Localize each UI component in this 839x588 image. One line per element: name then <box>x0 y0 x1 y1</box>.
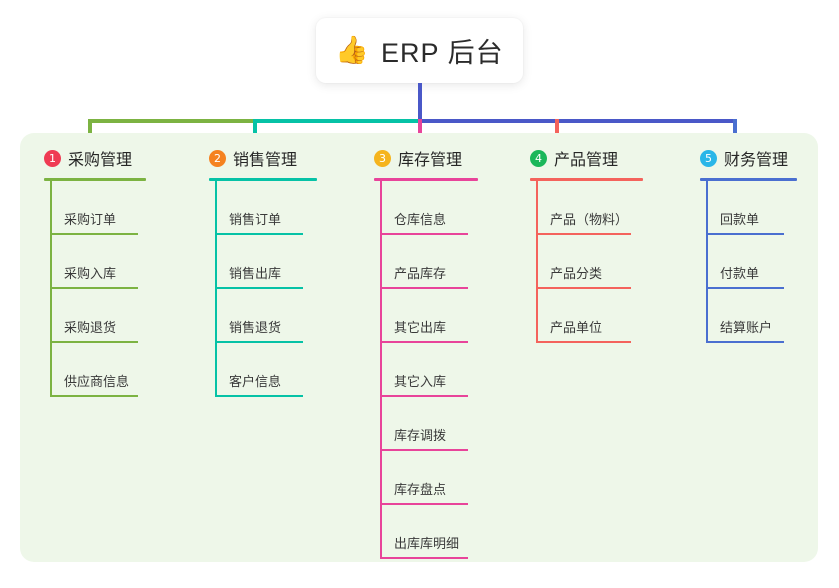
sub-item-label: 供应商信息 <box>64 374 130 389</box>
sub-item-rule <box>380 233 468 235</box>
sub-item-label: 结算账户 <box>720 320 773 335</box>
sub-item[interactable]: 采购退货 <box>50 289 138 343</box>
branch-header-5[interactable]: 5 财务管理 <box>700 146 788 170</box>
sub-item-label: 其它出库 <box>394 320 447 335</box>
sub-item[interactable]: 库存盘点 <box>380 451 468 505</box>
sub-item[interactable]: 销售订单 <box>215 181 303 235</box>
sub-item[interactable]: 付款单 <box>706 235 784 289</box>
sub-item-rule <box>380 395 468 397</box>
sub-item[interactable]: 产品（物料） <box>536 181 631 235</box>
sub-item[interactable]: 产品单位 <box>536 289 631 343</box>
sub-item-label: 采购订单 <box>64 212 117 227</box>
branch-title: 产品管理 <box>554 152 619 169</box>
sub-item-rule <box>50 233 138 235</box>
trunk-segment-blue <box>418 119 737 123</box>
sub-item[interactable]: 采购订单 <box>50 181 138 235</box>
branch-header-3[interactable]: 3 库存管理 <box>374 146 462 170</box>
sub-item-rule <box>215 341 303 343</box>
sub-item-label: 库存盘点 <box>394 482 447 497</box>
trunk-segment-green <box>88 119 257 123</box>
sub-item-label: 其它入库 <box>394 374 447 389</box>
branch-header-1[interactable]: 1 采购管理 <box>44 146 132 170</box>
sub-item-label: 客户信息 <box>229 374 282 389</box>
sub-item[interactable]: 采购入库 <box>50 235 138 289</box>
sub-item[interactable]: 回款单 <box>706 181 784 235</box>
sub-item-label: 付款单 <box>720 266 760 281</box>
branch-header-rule <box>530 178 643 181</box>
sub-item-label: 产品库存 <box>394 266 447 281</box>
branch-number-badge: 1 <box>44 149 61 167</box>
sub-item-label: 库存调拨 <box>394 428 447 443</box>
branch-title: 库存管理 <box>398 152 463 169</box>
sub-item-label: 销售出库 <box>229 266 282 281</box>
branch-title: 采购管理 <box>68 152 133 169</box>
sub-item[interactable]: 其它入库 <box>380 343 468 397</box>
branch-spine <box>706 178 708 343</box>
sub-item-rule <box>215 395 303 397</box>
sub-item-label: 仓库信息 <box>394 212 447 227</box>
sub-item-label: 产品分类 <box>550 266 603 281</box>
branch-spine <box>380 178 382 559</box>
sub-item-rule <box>380 341 468 343</box>
sub-item-rule <box>380 287 468 289</box>
sub-item[interactable]: 产品库存 <box>380 235 468 289</box>
branch-header-4[interactable]: 4 产品管理 <box>530 146 618 170</box>
sub-item-rule <box>50 395 138 397</box>
branch-header-rule <box>209 178 317 181</box>
sub-item-rule <box>380 503 468 505</box>
branch-title: 财务管理 <box>724 152 789 169</box>
branches-panel <box>20 133 818 562</box>
sub-item-rule <box>50 287 138 289</box>
sub-item-rule <box>706 287 784 289</box>
branch-spine <box>536 178 538 343</box>
trunk-segment-teal <box>253 119 422 123</box>
branch-header-rule <box>700 178 797 181</box>
sub-item-rule <box>536 341 631 343</box>
sub-item[interactable]: 客户信息 <box>215 343 303 397</box>
root-title: ERP 后台 <box>381 38 504 68</box>
sub-item-label: 采购入库 <box>64 266 117 281</box>
sub-item-rule <box>536 233 631 235</box>
branch-header-2[interactable]: 2 销售管理 <box>209 146 297 170</box>
thumbs-up-icon: 👍 <box>335 35 370 65</box>
branch-number-badge: 2 <box>209 149 226 167</box>
branch-title: 销售管理 <box>233 152 298 169</box>
branch-number-badge: 3 <box>374 149 391 167</box>
branch-number-badge: 5 <box>700 149 717 167</box>
sub-item-label: 产品（物料） <box>550 212 629 227</box>
sub-item[interactable]: 销售出库 <box>215 235 303 289</box>
sub-item[interactable]: 出库库明细 <box>380 505 468 559</box>
sub-item-label: 采购退货 <box>64 320 117 335</box>
sub-item-label: 销售订单 <box>229 212 282 227</box>
root-node[interactable]: 👍 ERP 后台 <box>316 18 523 83</box>
sub-item[interactable]: 结算账户 <box>706 289 784 343</box>
sub-item-rule <box>215 233 303 235</box>
sub-item-label: 销售退货 <box>229 320 282 335</box>
sub-item-label: 产品单位 <box>550 320 603 335</box>
sub-item-rule <box>706 233 784 235</box>
sub-item[interactable]: 其它出库 <box>380 289 468 343</box>
branch-number-badge: 4 <box>530 149 547 167</box>
root-stem-connector <box>418 83 422 123</box>
sub-item-label: 出库库明细 <box>394 536 460 551</box>
sub-item[interactable]: 库存调拨 <box>380 397 468 451</box>
sub-item-rule <box>706 341 784 343</box>
sub-item[interactable]: 销售退货 <box>215 289 303 343</box>
sub-item-rule <box>215 287 303 289</box>
sub-item-rule <box>380 557 468 559</box>
sub-item[interactable]: 产品分类 <box>536 235 631 289</box>
branch-header-rule <box>44 178 146 181</box>
sub-item-rule <box>380 449 468 451</box>
sub-item-rule <box>536 287 631 289</box>
sub-item-label: 回款单 <box>720 212 760 227</box>
sub-item[interactable]: 供应商信息 <box>50 343 138 397</box>
sub-item-rule <box>50 341 138 343</box>
branch-header-rule <box>374 178 478 181</box>
sub-item[interactable]: 仓库信息 <box>380 181 468 235</box>
